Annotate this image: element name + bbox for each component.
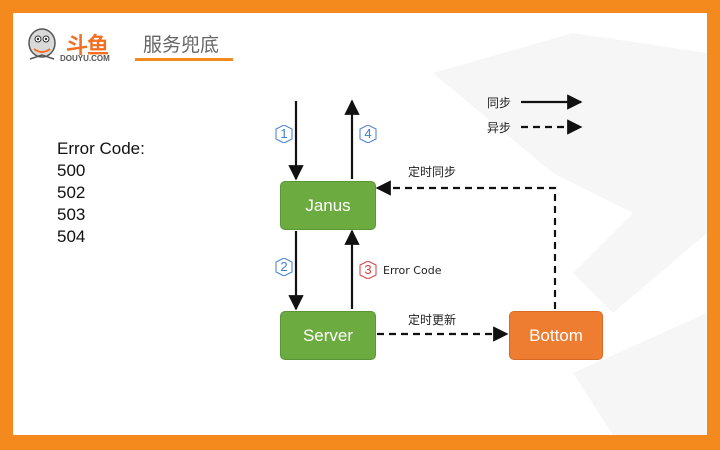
flow-arrows (288, 94, 583, 342)
legend-async-label: 异步 (487, 121, 512, 135)
error-code-504: 504 (57, 227, 86, 246)
fish-mascot-icon (28, 28, 56, 60)
node-bottom: Bottom (509, 311, 603, 360)
step-4-number: 4 (364, 126, 372, 141)
douyu-logo: 斗鱼 DOUYU.COM (26, 23, 126, 69)
step-4-badge: 4 (359, 125, 377, 143)
node-server: Server (280, 311, 376, 360)
step-3-badge: 3 (359, 261, 377, 279)
logo-text: 斗鱼 (66, 34, 109, 59)
step-3-number: 3 (364, 262, 372, 277)
step-2-badge: 2 (275, 258, 293, 276)
background-watermark (433, 33, 707, 435)
step-1-number: 1 (280, 126, 288, 141)
step-2-number: 2 (280, 259, 288, 274)
title-underline (135, 58, 233, 61)
error-code-502: 502 (57, 183, 86, 202)
error-code-title: Error Code: (57, 139, 145, 158)
error-code-label: Error Code (383, 264, 442, 277)
legend-sync-label: 同步 (487, 96, 512, 110)
timed-sync-label: 定时同步 (408, 165, 457, 179)
page-title: 服务兜底 (143, 34, 220, 56)
error-code-list: Error Code: 500 502 503 504 (57, 138, 145, 248)
timed-update-label: 定时更新 (408, 313, 457, 327)
slide-content: 斗鱼 DOUYU.COM 服务兜底 Error Code: 500 502 50… (13, 13, 707, 435)
error-code-500: 500 (57, 161, 86, 180)
error-code-503: 503 (57, 205, 86, 224)
arrow-timed-sync (375, 180, 557, 309)
step-1-badge: 1 (275, 125, 293, 143)
logo-domain: DOUYU.COM (60, 54, 110, 63)
node-janus: Janus (280, 181, 376, 230)
